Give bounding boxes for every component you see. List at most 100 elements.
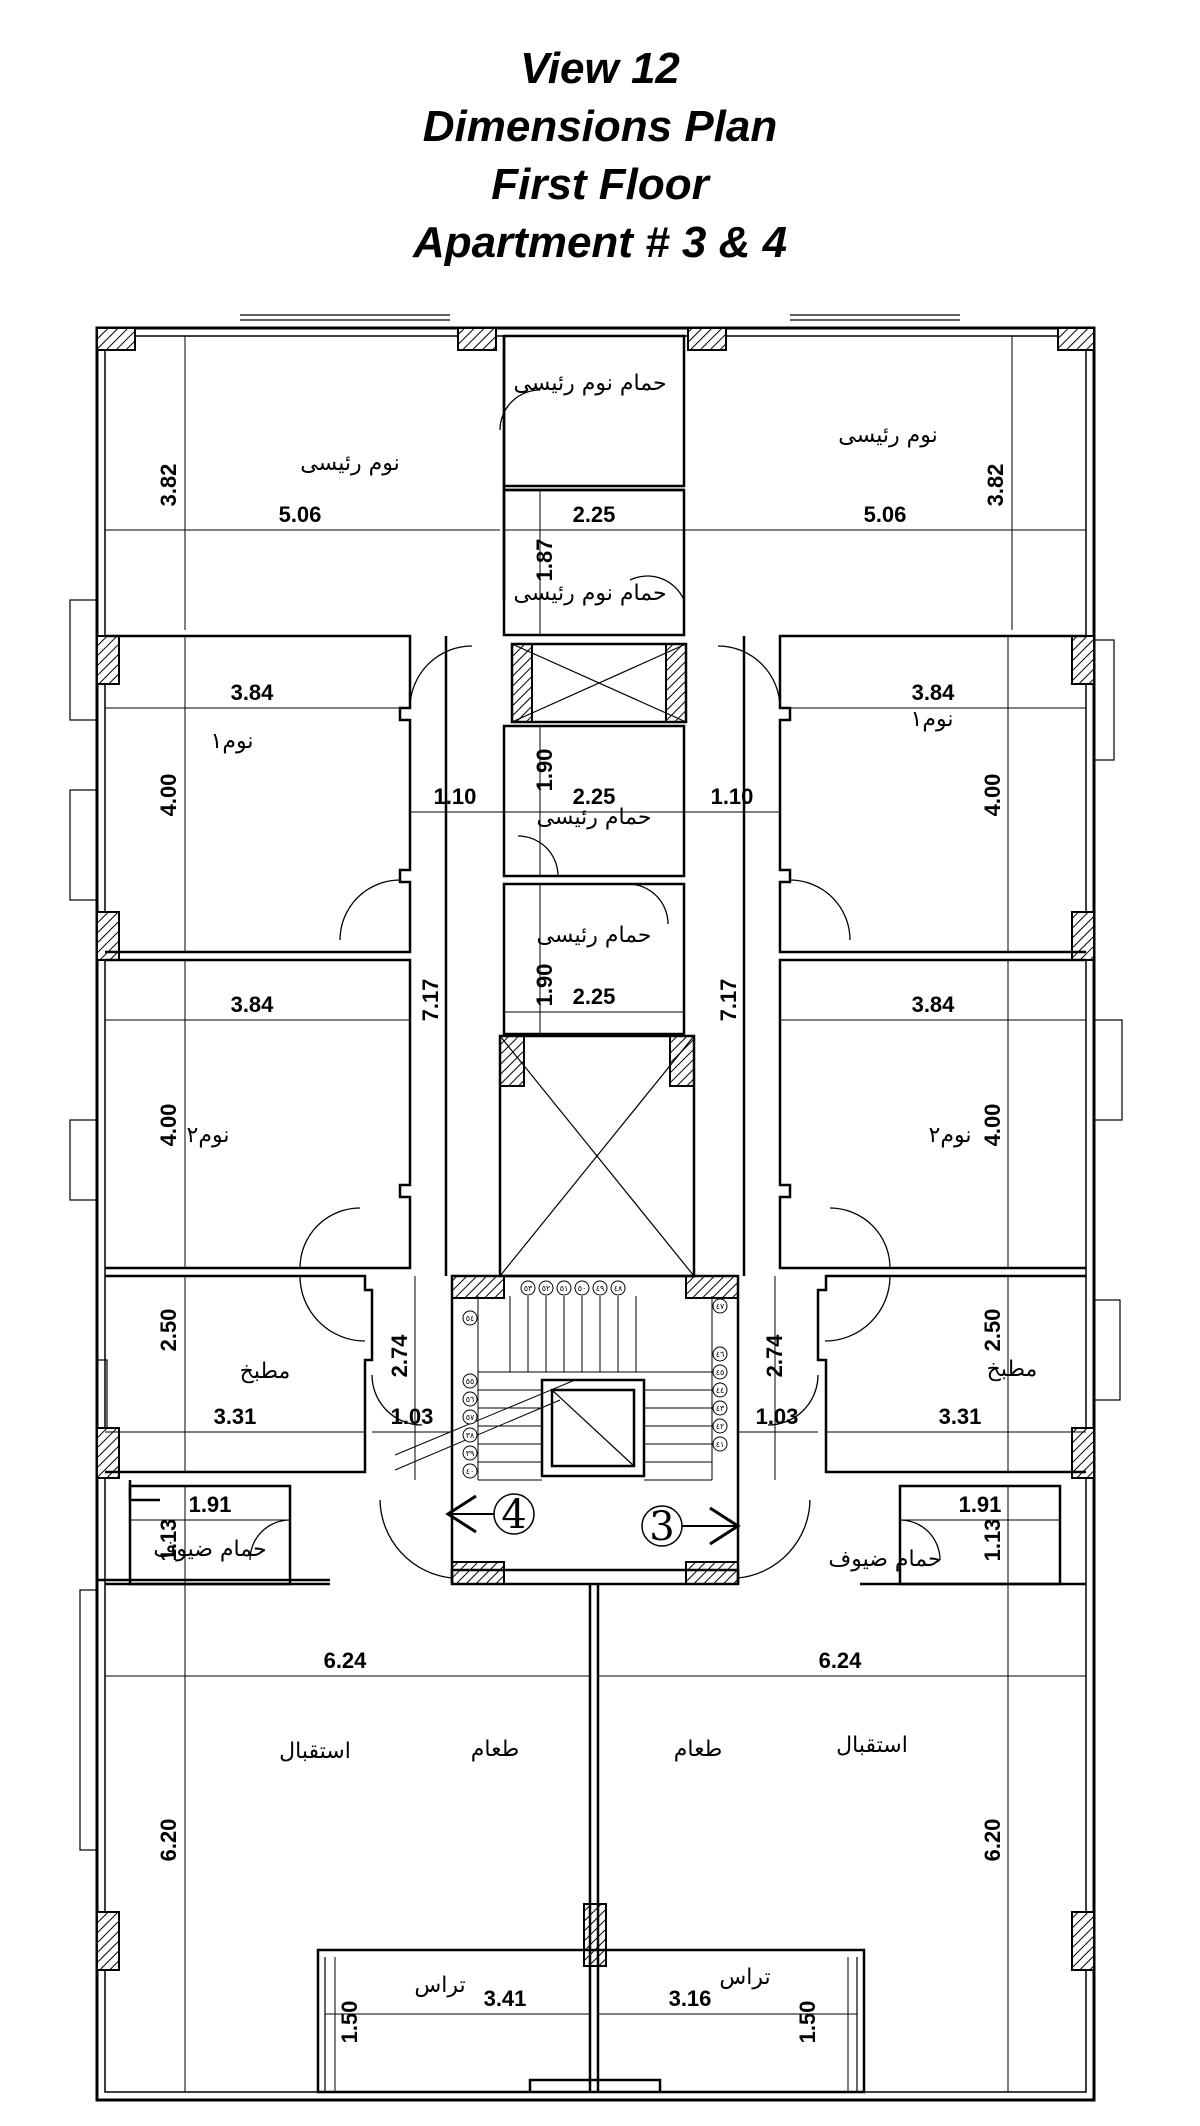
dim-terrace-height-right: 1.50 (795, 2001, 820, 2044)
label-dining-right: طعام (674, 1737, 722, 1762)
label-bedroom1-left: نوم١ (211, 729, 254, 754)
stair-step-number: ٤٨ (614, 1284, 623, 1293)
dim-kitchen-height-left: 2.50 (156, 1309, 181, 1352)
label-terrace-right: تراس (719, 1965, 770, 1990)
dim-mbath-width: 2.25 (573, 502, 616, 527)
dim-kitchen-height-right: 2.50 (980, 1309, 1005, 1352)
label-terrace-left: تراس (414, 1973, 465, 1998)
stair-step-number: ٤٤ (716, 1386, 725, 1395)
dim-bed2-height-left: 4.00 (156, 1104, 181, 1147)
stair-step-marker (462, 1409, 478, 1425)
label-master-bath-top: حمام نوم رئيسى (513, 371, 666, 396)
label-reception-left: استقبال (279, 1739, 351, 1764)
dim-lobby-width-right: 1.03 (756, 1404, 799, 1429)
dim-master-width-right: 5.06 (864, 502, 907, 527)
apartment-markers: 4 3 (445, 1492, 741, 1550)
stair-step-number: ٥٢ (542, 1284, 551, 1293)
title-apartment: Apartment # 3 & 4 (412, 218, 788, 267)
title-plan-type: Dimensions Plan (422, 102, 778, 151)
dim-terrace-width-right: 3.16 (669, 1986, 712, 2011)
stair-step-number: ٥٠ (578, 1284, 587, 1293)
label-reception-right: استقبال (836, 1733, 908, 1758)
dim-kitchen-width-left: 3.31 (214, 1404, 257, 1429)
dim-master-width-left: 5.06 (279, 502, 322, 527)
dim-corridor-length-right: 7.17 (716, 979, 741, 1022)
dim-corridor-right: 1.10 (711, 784, 754, 809)
dim-bed1-height-left: 4.00 (156, 774, 181, 817)
dim-bath2-height: 1.90 (532, 749, 557, 792)
stair-step-marker (712, 1400, 728, 1416)
dim-bed2-width-right: 3.84 (912, 992, 956, 1017)
dim-bath2-width: 2.25 (573, 784, 616, 809)
dim-guest-bath-height-left: 1.13 (156, 1519, 181, 1562)
windows (69, 314, 1123, 1851)
dim-bed2-width-left: 3.84 (231, 992, 275, 1017)
label-master-bedroom-right: نوم رئيسى (838, 423, 937, 448)
stair-step-marker (462, 1463, 478, 1479)
dim-bath3-width: 2.25 (573, 984, 616, 1009)
stair-step-number: ٥٣ (524, 1284, 533, 1293)
stair-step-marker (610, 1280, 626, 1296)
dim-bath3-height: 1.90 (532, 964, 557, 1007)
stair-step-number: ٣٨ (466, 1431, 475, 1440)
stair-step-number: ٤٢ (716, 1422, 725, 1431)
dim-reception-width-left: 6.24 (324, 1648, 368, 1673)
dim-bed1-height-right: 4.00 (980, 774, 1005, 817)
dim-corridor-length-left: 7.17 (418, 979, 443, 1022)
dim-mbath-height: 1.87 (532, 539, 557, 582)
stair-step-number: ٥١ (560, 1284, 569, 1293)
dim-kitchen-width-right: 3.31 (939, 1404, 982, 1429)
stair-step-marker (462, 1373, 478, 1389)
dim-guest-bath-height-right: 1.13 (980, 1519, 1005, 1562)
label-guest-bath-left: حمام ضيوف (153, 1537, 266, 1562)
label-master-bath-second: حمام نوم رئيسى (513, 581, 666, 606)
dim-reception-height-right: 6.20 (980, 1819, 1005, 1862)
label-dining-left: طعام (471, 1737, 519, 1762)
stair-step-number: ٥٥ (466, 1377, 475, 1386)
dim-master-height-left: 3.82 (156, 464, 181, 507)
apartment-3-marker: 3 (641, 1504, 741, 1550)
stair-step-marker (592, 1280, 608, 1296)
dim-lobby-height-left: 2.74 (387, 1334, 412, 1378)
stair-step-number: ٤٦ (716, 1350, 725, 1359)
stair-step-marker (712, 1346, 728, 1362)
dim-reception-height-left: 6.20 (156, 1819, 181, 1862)
stair-step-marker (556, 1280, 572, 1296)
apartment-4-number: 4 (501, 1492, 526, 1538)
label-main-bath-1: حمام رئيسى (537, 805, 652, 830)
stair-step-number: ٤٠ (466, 1467, 475, 1476)
stair-step-marker (538, 1280, 554, 1296)
stair-step-marker (520, 1280, 536, 1296)
stair-step-marker (462, 1310, 478, 1326)
door-swings (249, 389, 941, 1579)
stair-step-number: ٤٩ (596, 1284, 605, 1293)
label-bedroom1-right: نوم١ (911, 707, 954, 732)
stair-step-marker (712, 1364, 728, 1380)
stair-step-number: ٤٣ (716, 1404, 725, 1413)
dimension-labels: 3.82 5.06 2.25 1.87 5.06 3.82 3.84 3.84 … (156, 464, 1008, 2044)
label-bedroom2-left: نوم٢ (187, 1123, 230, 1148)
stair-treads (394, 1296, 713, 1481)
stair-step-marker (712, 1382, 728, 1398)
label-guest-bath-right: حمام ضيوف (828, 1547, 941, 1572)
dim-lobby-width-left: 1.03 (391, 1404, 434, 1429)
dim-terrace-height-left: 1.50 (337, 2001, 362, 2044)
stair-step-number: ٤٧ (716, 1302, 725, 1311)
stair-step-number: ٥٦ (466, 1395, 475, 1404)
label-main-bath-2: حمام رئيسى (537, 923, 652, 948)
room-labels: نوم رئيسى حمام نوم رئيسى نوم رئيسى حمام … (153, 371, 1037, 1998)
columns (96, 327, 1095, 1971)
stair-step-marker (462, 1445, 478, 1461)
label-kitchen-left: مطبخ (240, 1359, 291, 1384)
stair-step-number: ٥٤ (466, 1314, 475, 1323)
label-bedroom2-right: نوم٢ (929, 1123, 972, 1148)
dim-bed2-height-right: 4.00 (980, 1104, 1005, 1147)
dim-bed1-width-left: 3.84 (231, 680, 275, 705)
dim-terrace-width-left: 3.41 (484, 1986, 527, 2011)
stair-step-marker (712, 1418, 728, 1434)
dim-corridor-left: 1.10 (434, 784, 477, 809)
apartment-3-number: 3 (649, 1504, 674, 1550)
dim-guest-bath-width-left: 1.91 (189, 1492, 232, 1517)
label-kitchen-right: مطبخ (987, 1357, 1038, 1382)
